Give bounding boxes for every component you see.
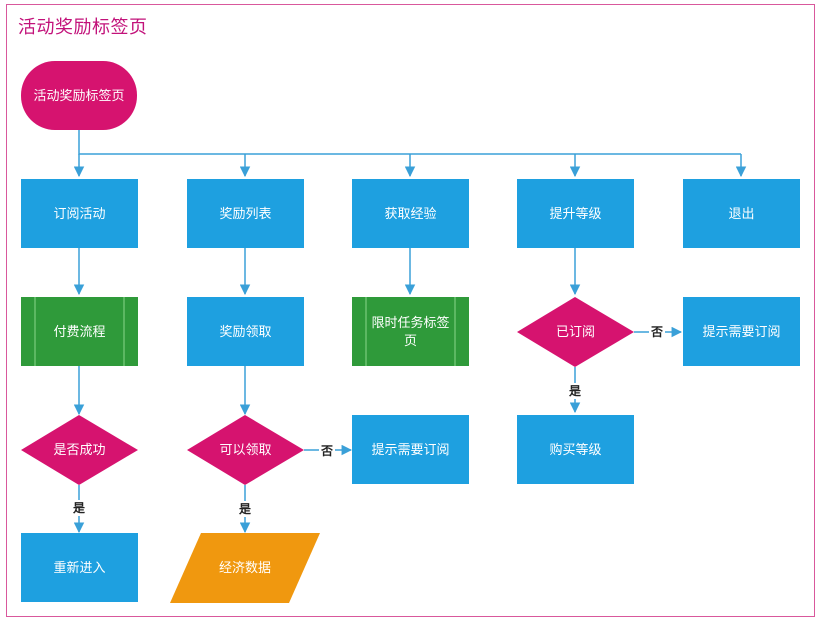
start-terminator bbox=[21, 61, 137, 130]
page-title: 活动奖励标签页 bbox=[18, 17, 148, 38]
upgrade-label: 提升等级 bbox=[549, 206, 601, 222]
process-subscribe bbox=[21, 179, 138, 248]
subscribe-label: 订阅活动 bbox=[53, 207, 105, 222]
process-claim-reward bbox=[187, 297, 304, 366]
diagram-frame bbox=[6, 4, 815, 617]
start-label: 活动奖励标签页 bbox=[33, 88, 124, 104]
process-buy-level bbox=[517, 415, 634, 484]
edge-label-success-yes: 是 bbox=[72, 501, 86, 515]
process-prompt-subscribe-2 bbox=[352, 415, 469, 484]
decision-can-claim bbox=[187, 415, 304, 485]
subprocess-pay-flow bbox=[21, 297, 138, 366]
prompt-subscribe-2-label: 提示需要订阅 bbox=[371, 442, 449, 458]
edge-label-can-claim-yes: 是 bbox=[238, 502, 252, 516]
buy-level-label: 购买等级 bbox=[549, 442, 601, 458]
edge-label-bg bbox=[319, 442, 335, 458]
process-reward-list bbox=[187, 179, 304, 248]
process-exit bbox=[683, 179, 800, 248]
process-reenter bbox=[21, 533, 138, 602]
reward-list-label: 奖励列表 bbox=[219, 207, 271, 222]
pay-flow-label: 付费流程 bbox=[53, 325, 105, 340]
process-prompt-subscribe-1 bbox=[683, 297, 800, 366]
success-label: 是否成功 bbox=[53, 443, 105, 458]
data-economy bbox=[170, 533, 320, 603]
decision-success bbox=[21, 415, 138, 485]
can-claim-label: 可以领取 bbox=[219, 443, 271, 458]
edge-label-bg bbox=[71, 500, 87, 516]
edge-label-can-claim-no: 否 bbox=[320, 444, 333, 458]
exit-label: 退出 bbox=[728, 207, 754, 222]
prompt-subscribe-1-label: 提示需要订阅 bbox=[702, 324, 780, 340]
claim-reward-label: 奖励领取 bbox=[219, 325, 271, 340]
decision-subscribed bbox=[517, 297, 634, 367]
limited-task-label-line1: 限时任务标签 bbox=[371, 315, 449, 331]
edge-label-bg bbox=[649, 324, 665, 340]
process-get-exp bbox=[352, 179, 469, 248]
reenter-label: 重新进入 bbox=[53, 560, 105, 576]
get-exp-label: 获取经验 bbox=[384, 206, 436, 222]
connector-start-bus bbox=[78, 130, 741, 155]
edge-label-bg bbox=[567, 383, 583, 399]
limited-task-label-line2: 页 bbox=[404, 334, 417, 349]
edge-label-subscribed-yes: 是 bbox=[568, 384, 582, 398]
subscribed-label: 已订阅 bbox=[556, 325, 595, 340]
process-upgrade bbox=[517, 179, 634, 248]
edge-label-bg bbox=[237, 501, 253, 517]
edge-label-subscribed-no: 否 bbox=[650, 325, 663, 339]
subprocess-limited-task bbox=[352, 297, 469, 366]
economy-data-label: 经济数据 bbox=[219, 561, 271, 576]
